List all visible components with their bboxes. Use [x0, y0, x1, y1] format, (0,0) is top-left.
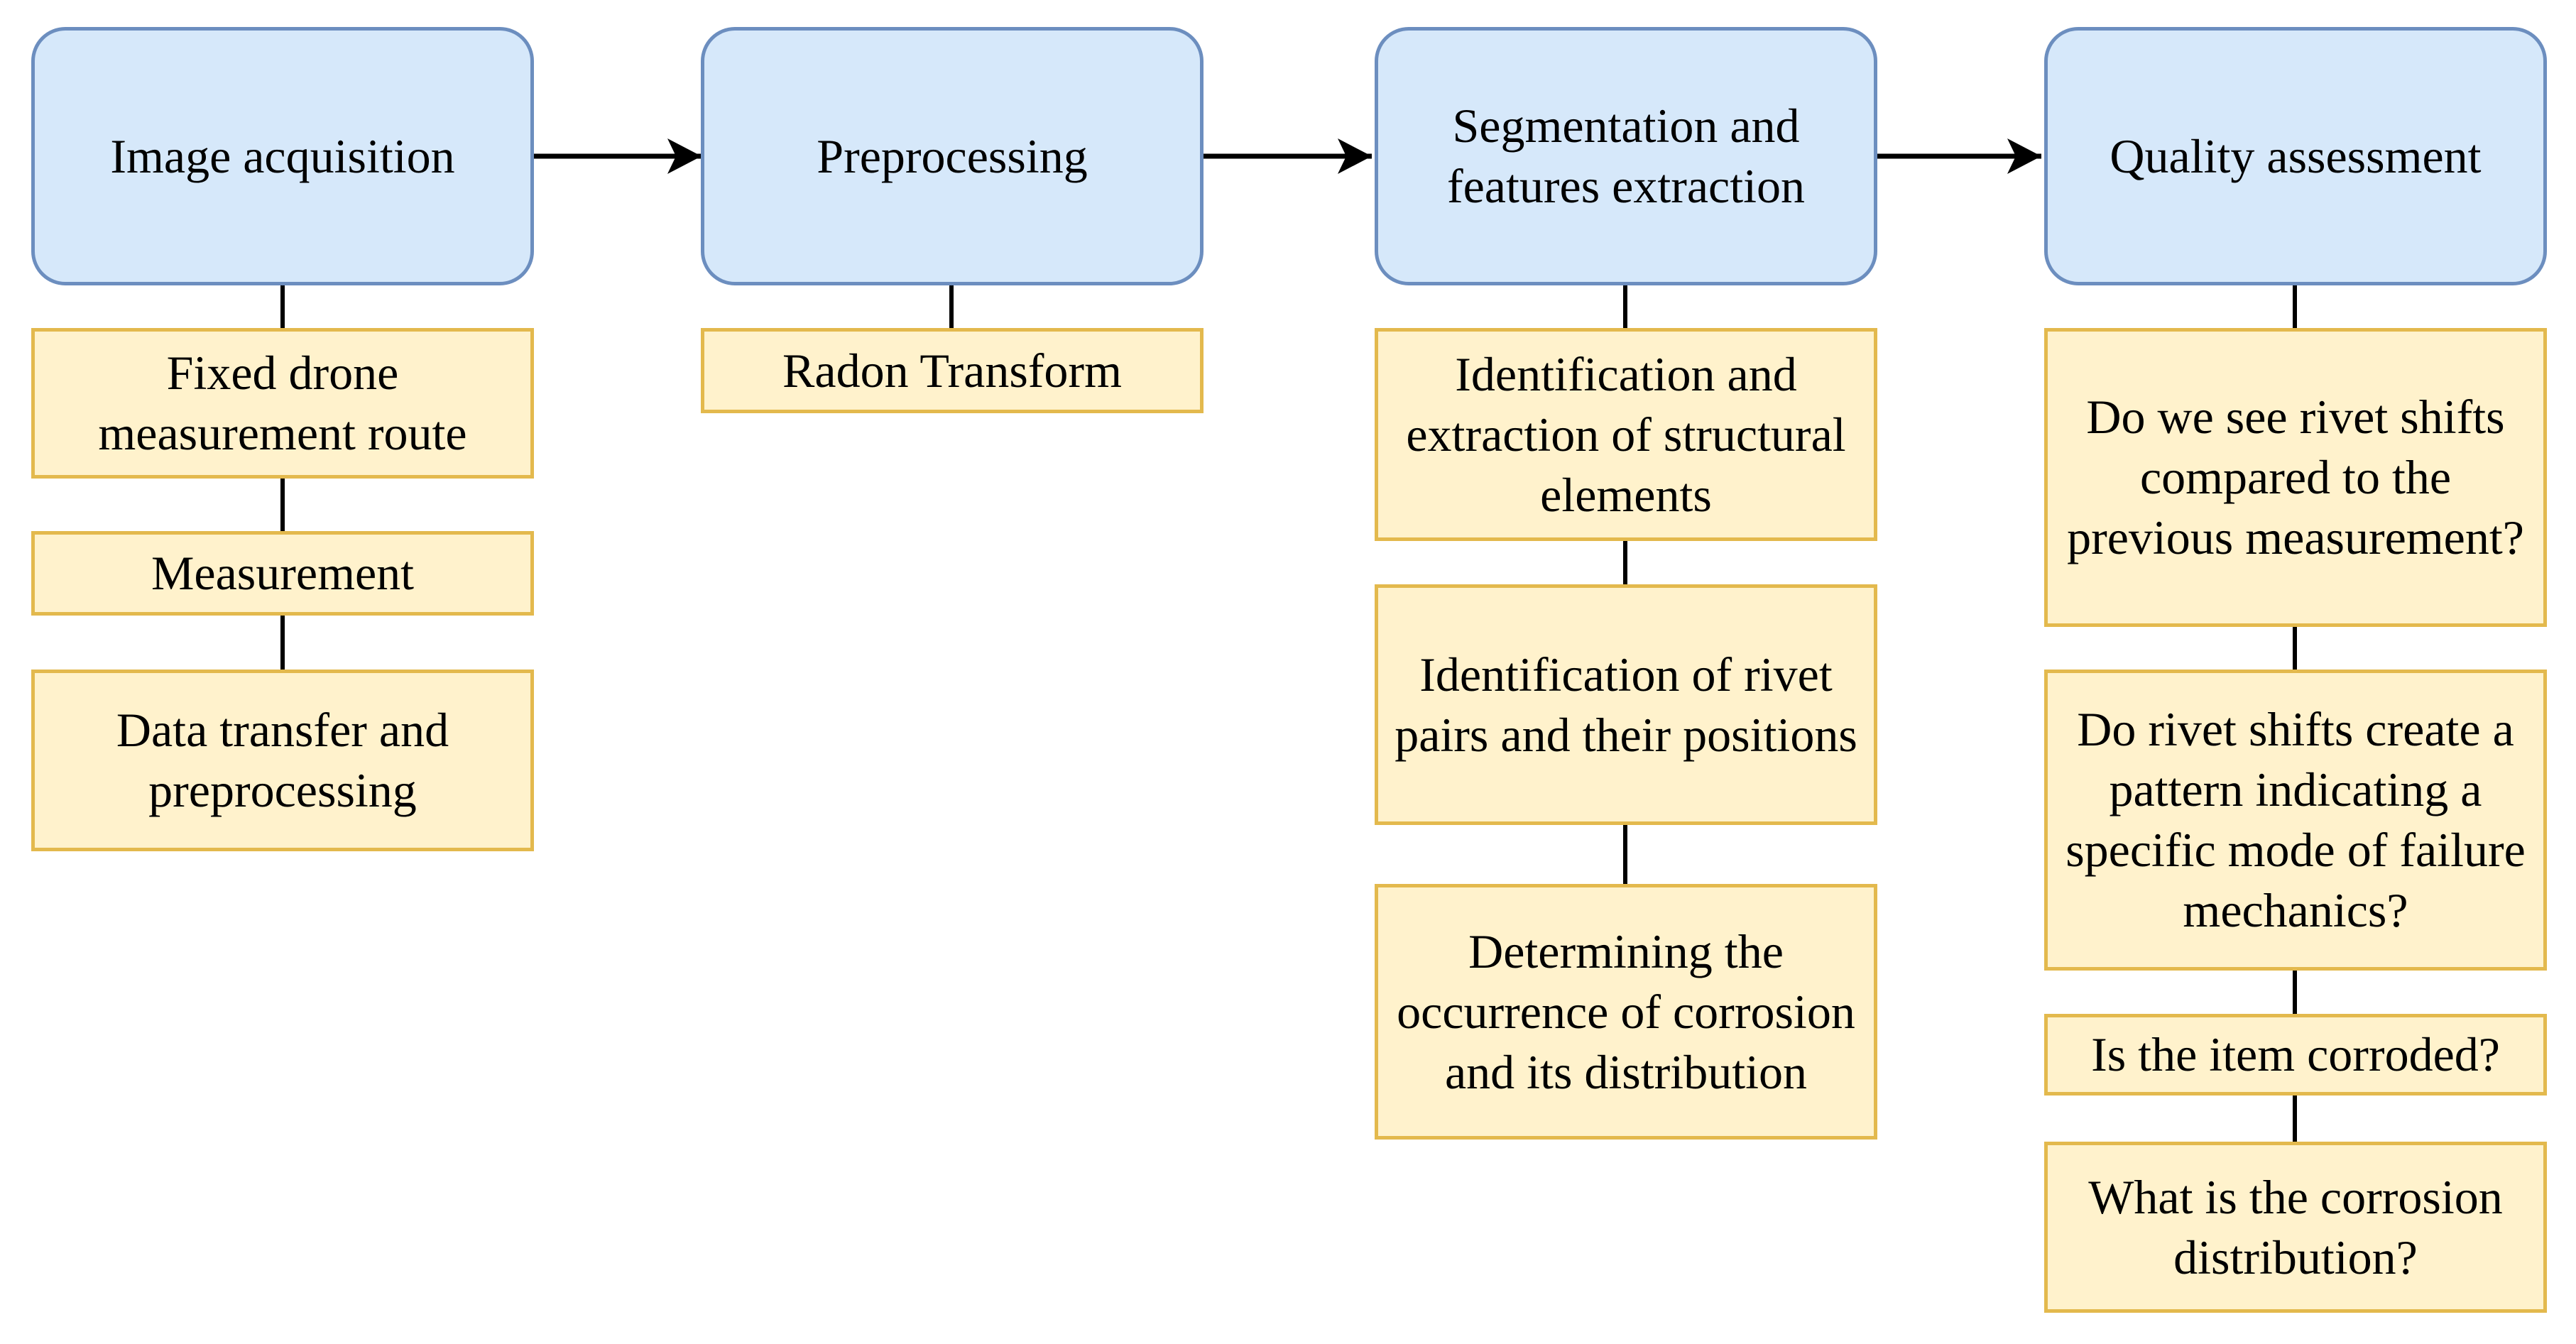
- stage-segmentation-label: Segmentation and features extraction: [1446, 99, 1806, 213]
- step-data-transfer: Data transfer and preprocessing: [31, 670, 534, 851]
- step-corrosion-occurrence: Determining the occurrence of corrosion …: [1375, 884, 1877, 1140]
- stage-preprocessing: Preprocessing: [701, 27, 1204, 285]
- stage-preprocessing-label: Preprocessing: [817, 129, 1088, 183]
- step-rivet-pairs-label: Identification of rivet pairs and their …: [1395, 647, 1857, 762]
- step-rivet-shifts-label: Do we see rivet shifts compared to the p…: [2067, 390, 2524, 564]
- step-failure-pattern: Do rivet shifts create a pattern indicat…: [2044, 670, 2547, 971]
- arrowhead-3: [2007, 138, 2041, 174]
- stage-quality-assessment-label: Quality assessment: [2110, 129, 2482, 183]
- step-data-transfer-label: Data transfer and preprocessing: [116, 703, 449, 817]
- step-radon-transform-label: Radon Transform: [782, 343, 1122, 398]
- step-structural-elements-label: Identification and extraction of structu…: [1406, 346, 1846, 522]
- step-corrosion-occurrence-label: Determining the occurrence of corrosion …: [1397, 924, 1855, 1099]
- stage-segmentation: Segmentation and features extraction: [1375, 27, 1877, 285]
- step-failure-pattern-label: Do rivet shifts create a pattern indicat…: [2065, 702, 2526, 937]
- step-item-corroded-label: Is the item corroded?: [2091, 1027, 2500, 1081]
- step-corrosion-distribution: What is the corrosion distribution?: [2044, 1142, 2547, 1313]
- step-fixed-drone-route-label: Fixed drone measurement route: [98, 346, 467, 460]
- flow-arrows: [534, 138, 2041, 174]
- arrowhead-1: [667, 138, 702, 174]
- step-measurement-label: Measurement: [151, 546, 415, 600]
- stage-image-acquisition: Image acquisition: [31, 27, 534, 285]
- step-item-corroded: Is the item corroded?: [2044, 1014, 2547, 1096]
- step-rivet-shifts: Do we see rivet shifts compared to the p…: [2044, 328, 2547, 627]
- step-structural-elements: Identification and extraction of structu…: [1375, 328, 1877, 541]
- step-rivet-pairs: Identification of rivet pairs and their …: [1375, 584, 1877, 825]
- stage-image-acquisition-label: Image acquisition: [110, 129, 455, 183]
- stage-quality-assessment: Quality assessment: [2044, 27, 2547, 285]
- step-corrosion-distribution-label: What is the corrosion distribution?: [2088, 1169, 2503, 1284]
- step-radon-transform: Radon Transform: [701, 328, 1204, 413]
- step-measurement: Measurement: [31, 531, 534, 616]
- step-fixed-drone-route: Fixed drone measurement route: [31, 328, 534, 479]
- connectors: [280, 285, 2297, 1142]
- arrowhead-2: [1338, 138, 1372, 174]
